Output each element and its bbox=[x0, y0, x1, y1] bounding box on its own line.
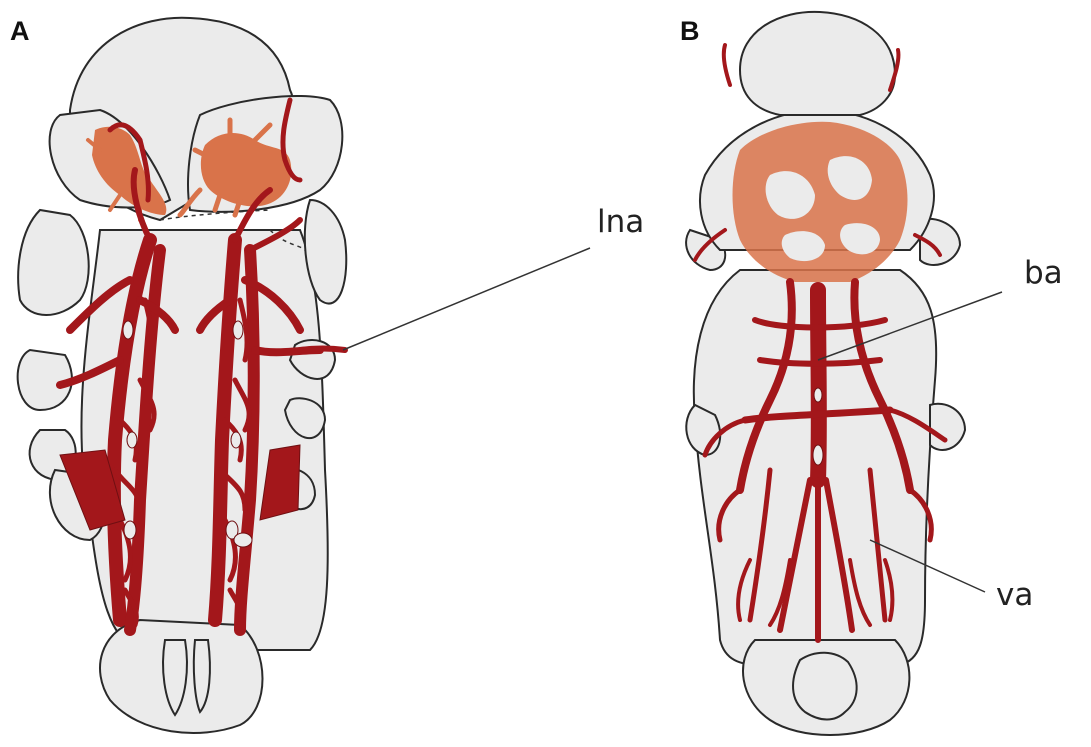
lna-label: lna bbox=[597, 204, 644, 240]
panel-b-midbrain-vessels bbox=[733, 122, 908, 282]
panel-a-brain-outline bbox=[18, 18, 347, 733]
lna-leader-line bbox=[343, 248, 590, 350]
panel-b: B bbox=[680, 12, 1063, 735]
panel-b-letter: B bbox=[680, 16, 700, 46]
panel-a-letter: A bbox=[10, 16, 30, 46]
va-label: va bbox=[996, 577, 1033, 613]
ba-label: ba bbox=[1024, 255, 1063, 291]
panel-a: A bbox=[10, 16, 644, 733]
